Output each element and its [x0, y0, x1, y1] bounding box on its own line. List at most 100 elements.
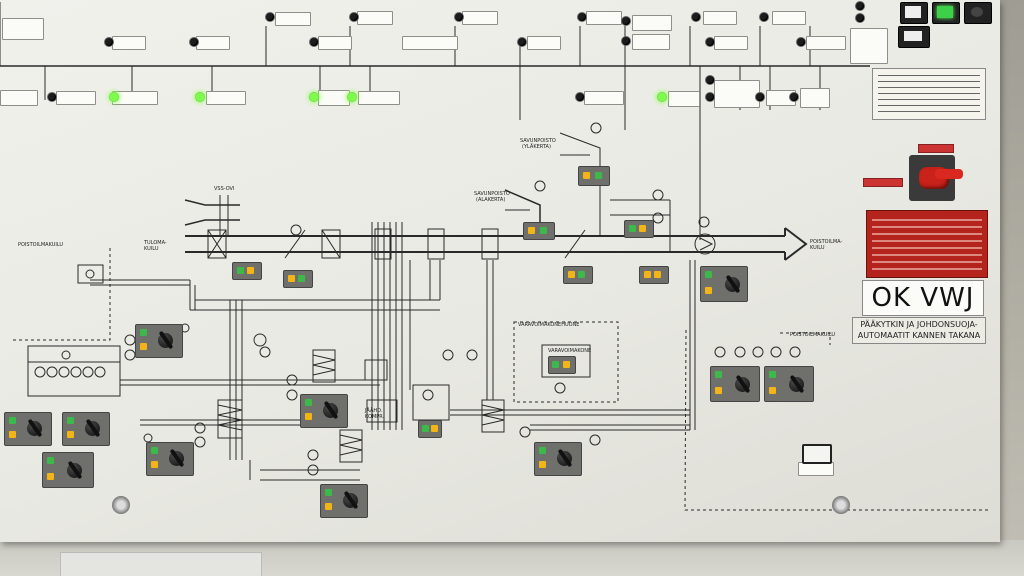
selector-switch-unit[interactable]: [62, 412, 110, 446]
indicator-lamp: [266, 13, 274, 21]
indicator-lamp: [856, 14, 864, 22]
mid-label: [358, 91, 400, 105]
indicator-lamp-on: [110, 93, 118, 101]
svg-text:KUILU: KUILU: [144, 246, 159, 252]
control-unit[interactable]: [563, 266, 593, 284]
mid-label: [714, 80, 760, 108]
top-label: [357, 11, 393, 25]
control-unit[interactable]: [578, 166, 610, 186]
indicator-lamp: [706, 93, 714, 101]
selector-switch-unit[interactable]: [534, 442, 582, 476]
top-label: [275, 12, 311, 26]
selector-switch-unit[interactable]: [700, 266, 748, 302]
svg-text:POISTOILMA-: POISTOILMA-: [810, 239, 842, 245]
key-switch[interactable]: [112, 496, 130, 514]
selector-switch-unit[interactable]: [320, 484, 368, 518]
main-switch[interactable]: [905, 155, 963, 203]
svg-text:VSS-OVI: VSS-OVI: [214, 186, 234, 192]
top-button-bank: [896, 0, 1000, 24]
top-label: [402, 36, 458, 50]
mid-label: [584, 91, 624, 105]
selector-switch-unit[interactable]: [4, 412, 52, 446]
indicator-lamp: [760, 13, 768, 21]
top-label: [586, 11, 622, 25]
top-label: [772, 11, 806, 25]
indicator-lamp-on: [348, 93, 356, 101]
mid-label: [800, 88, 830, 108]
top-label: [2, 18, 44, 40]
indicator-lamp: [105, 38, 113, 46]
indicator-lamp: [518, 38, 526, 46]
info-plate: [872, 68, 986, 120]
indicator-lamp: [622, 37, 630, 45]
indicator-lamp-on: [196, 93, 204, 101]
control-unit[interactable]: [624, 220, 654, 238]
indicator-lamp: [797, 38, 805, 46]
selector-switch-unit[interactable]: [710, 366, 760, 402]
indicator-lamp: [578, 13, 586, 21]
main-switch-label: [863, 178, 903, 187]
indicator-lamp: [790, 93, 798, 101]
push-button[interactable]: [802, 444, 832, 464]
mid-label: [206, 91, 246, 105]
svg-text:KOMPR.: KOMPR.: [365, 414, 385, 420]
indicator-lamp-on: [658, 93, 666, 101]
main-switch-label: [918, 144, 954, 153]
warning-plate: [866, 210, 988, 278]
indicator-lamp: [350, 13, 358, 21]
floor-object: [60, 552, 262, 576]
control-unit[interactable]: [639, 266, 669, 284]
mid-label: [668, 91, 700, 107]
indicator-lamp: [756, 93, 764, 101]
process-diagram: TULOMA-KUILU POISTOILMA-KUILU POISTOILMA…: [0, 2, 990, 511]
key-switch[interactable]: [832, 496, 850, 514]
mid-label: [56, 91, 96, 105]
push-button[interactable]: [900, 2, 928, 24]
svg-text:(YLÄKERTA): (YLÄKERTA): [522, 143, 551, 150]
control-unit[interactable]: [283, 270, 313, 288]
mid-label: [0, 90, 38, 106]
push-button-green[interactable]: [932, 2, 960, 24]
svg-text:POISTOILMAKUILU: POISTOILMAKUILU: [790, 332, 835, 338]
top-label: [714, 36, 748, 50]
selector-switch-unit[interactable]: [300, 394, 348, 428]
indicator-lamp: [706, 38, 714, 46]
indicator-lamp-on: [310, 93, 318, 101]
top-label: [112, 36, 146, 50]
svg-text:TULOMA-: TULOMA-: [143, 240, 167, 246]
top-label: [318, 36, 352, 50]
indicator-lamp: [706, 76, 714, 84]
svg-text:VARAVOIMAKONEHUONE: VARAVOIMAKONEHUONE: [518, 322, 579, 328]
mid-label: [318, 90, 350, 106]
svg-text:SAVUNPOISTO: SAVUNPOISTO: [474, 191, 510, 197]
control-unit[interactable]: [418, 420, 442, 438]
sign-main: OK VWJ: [862, 280, 984, 316]
svg-text:VARAVOIMAKONE: VARAVOIMAKONE: [548, 348, 591, 354]
button-label: [798, 462, 834, 476]
svg-text:(ALAKERTA): (ALAKERTA): [476, 197, 505, 203]
indicator-lamp: [692, 13, 700, 21]
indicator-lamp: [455, 13, 463, 21]
selector-switch-unit[interactable]: [42, 452, 94, 488]
push-button[interactable]: [964, 2, 992, 24]
selector-switch-unit[interactable]: [764, 366, 814, 402]
svg-text:KUILU: KUILU: [810, 245, 825, 251]
svg-text:POISTOILMAKUILU: POISTOILMAKUILU: [18, 242, 63, 248]
top-label: [632, 15, 672, 31]
selector-switch-unit[interactable]: [135, 324, 183, 358]
control-unit[interactable]: [232, 262, 262, 280]
push-button[interactable]: [898, 26, 930, 48]
indicator-lamp: [310, 38, 318, 46]
svg-text:SAVUNPOISTO: SAVUNPOISTO: [520, 138, 556, 144]
control-panel: TULOMA-KUILU POISTOILMA-KUILU POISTOILMA…: [0, 0, 1000, 542]
svg-text:JÄÄHD.: JÄÄHD.: [364, 407, 383, 414]
indicator-lamp: [856, 2, 864, 10]
sign-sub: PÄÄKYTKIN JA JOHDONSUOJA- AUTOMAATIT KAN…: [852, 317, 986, 344]
control-unit[interactable]: [523, 222, 555, 240]
top-label: [632, 34, 670, 50]
top-label: [703, 11, 737, 25]
top-label: [196, 36, 230, 50]
selector-switch-unit[interactable]: [146, 442, 194, 476]
indicator-lamp: [622, 17, 630, 25]
control-unit[interactable]: [548, 356, 576, 374]
